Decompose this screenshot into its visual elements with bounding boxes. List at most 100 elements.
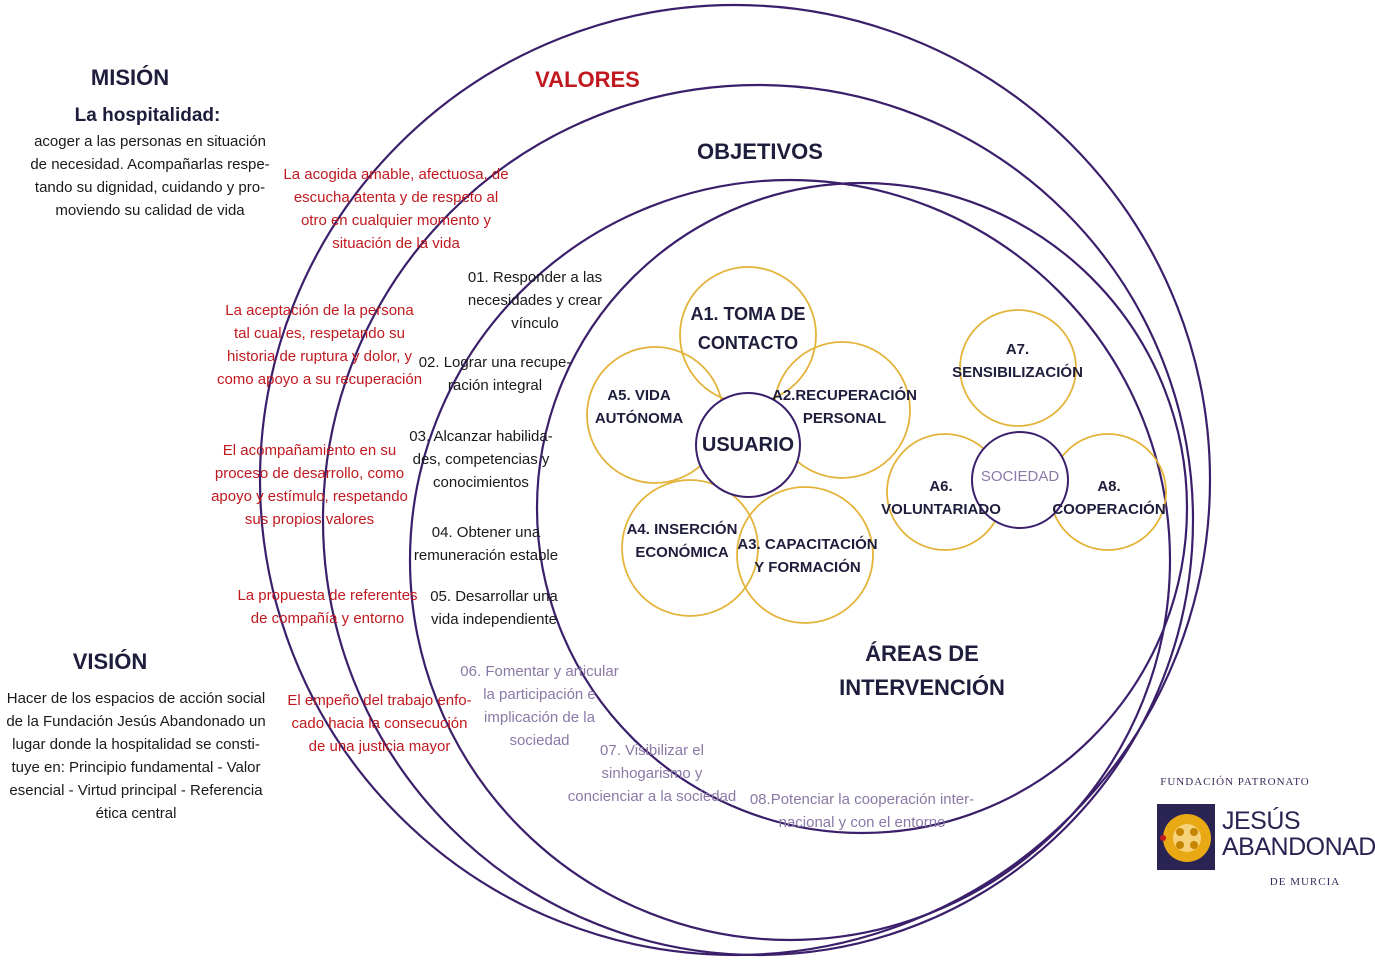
area-line: A4. INSERCIÓN <box>626 521 738 538</box>
valor-line: El empeño del trabajo enfo- <box>287 692 472 709</box>
objetivo-line: 07. Visibilizar el <box>600 742 704 759</box>
objetivo-item: 07. Visibilizar el sinhogarismo y concie… <box>562 739 742 808</box>
area-a4-label: A4. INSERCIÓN ECONÓMICA <box>612 518 752 564</box>
area-a7-label: A7. SENSIBILIZACIÓN <box>950 338 1085 384</box>
objetivo-item: 03. Alcanzar habilida- des, competencias… <box>402 425 560 494</box>
a7-petal <box>959 309 1077 427</box>
vision-line: Hacer de los espacios de acción social <box>6 690 266 707</box>
valor-line: tal cual es, respetando su <box>234 325 405 342</box>
valor-line: de compañía y entorno <box>250 610 405 627</box>
vision-text: Hacer de los espacios de acción social d… <box>5 687 267 825</box>
valor-item: La acogida amable, afectuosa, de escucha… <box>280 163 512 255</box>
areas-circle <box>535 181 1189 835</box>
objetivo-item: 08.Potenciar la cooperación inter- nacio… <box>742 788 982 834</box>
objetivo-item: 02. Lograr una recupe- ración integral <box>415 351 575 397</box>
vision-line: lugar donde la hospitalidad se consti- <box>12 736 260 753</box>
objetivo-line: nacional y con el entorno <box>778 814 946 831</box>
areas-title: ÁREAS DE INTERVENCIÓN <box>832 637 1012 705</box>
valor-line: otro en cualquier momento y <box>300 212 492 229</box>
objetivo-line: 03. Alcanzar habilida- <box>409 428 553 445</box>
area-a2-label: A2.RECUPERACIÓN PERSONAL <box>772 384 917 430</box>
valor-line: historia de ruptura y dolor, y <box>226 348 413 365</box>
objetivo-line: 08.Potenciar la cooperación inter- <box>749 791 975 808</box>
valor-item: La aceptación de la persona tal cual es,… <box>212 299 427 391</box>
objetivo-line: remuneración estable <box>413 547 559 564</box>
area-line: Y FORMACIÓN <box>754 559 861 576</box>
objetivo-item: 06. Fomentar y articular la participació… <box>452 660 627 752</box>
area-line: A8. <box>1097 478 1121 495</box>
valor-line: de una justicia mayor <box>308 738 451 755</box>
area-a6-label: A6. VOLUNTARIADO <box>878 475 1004 521</box>
objetivo-line: 06. Fomentar y articular <box>460 663 619 680</box>
vision-line: ética central <box>95 805 177 822</box>
area-line: A1. TOMA DE <box>690 304 806 324</box>
valor-line: La propuesta de referentes <box>237 587 418 604</box>
objetivo-line: la participación e <box>483 686 596 703</box>
objetivo-line: 05. Desarrollar una <box>430 588 558 605</box>
objetivo-line: sinhogarismo y <box>601 765 703 782</box>
valor-line: La acogida amable, afectuosa, de <box>283 166 509 183</box>
logo-name-line: ABANDONADO <box>1222 833 1375 861</box>
a4-petal <box>621 479 759 617</box>
objetivo-line: necesidades y crear <box>467 292 603 309</box>
logo-name: JESÚS ABANDONADO <box>1222 808 1375 861</box>
usuario-circle <box>695 392 801 498</box>
vision-line: esencial - Virtud principal - Referencia <box>9 782 263 799</box>
area-line: VOLUNTARIADO <box>881 501 1001 518</box>
objetivo-line: 02. Lograr una recupe- <box>418 354 572 371</box>
objetivo-line: 04. Obtener una <box>431 524 541 541</box>
mision-line: moviendo su calidad de vida <box>55 202 245 219</box>
mid-circle <box>408 178 1172 942</box>
objetivo-item: 05. Desarrollar una vida independiente <box>420 585 568 631</box>
objetivo-line: des, competencias y <box>412 451 550 468</box>
area-a3-label: A3. CAPACITACIÓN Y FORMACIÓN <box>735 533 880 579</box>
mision-subtitle: La hospitalidad: <box>74 105 221 126</box>
objetivo-line: sociedad <box>509 732 570 749</box>
area-line: COOPERACIÓN <box>1052 501 1166 518</box>
valores-title: VALORES <box>535 67 640 92</box>
area-a8-label: A8. COOPERACIÓN <box>1052 475 1166 521</box>
valor-item: El empeño del trabajo enfo- cado hacia l… <box>282 689 477 758</box>
mision-line: de necesidad. Acompañarlas respe- <box>30 156 270 173</box>
area-line: A7. <box>1005 341 1030 358</box>
vision-title: VISIÓN <box>72 649 148 674</box>
usuario-label: USUARIO <box>701 434 795 456</box>
vision-line: tuye en: Principio fundamental - Valor <box>11 759 261 776</box>
valor-line: escucha atenta y de respeto al <box>293 189 499 206</box>
area-line: CONTACTO <box>697 333 799 353</box>
objetivo-line: implicación de la <box>484 709 595 726</box>
valor-line: apoyo y estímulo, respetando <box>211 488 408 505</box>
valor-line: sus propios valores <box>244 511 375 528</box>
area-line: A6. <box>929 478 953 495</box>
objetivo-line: concienciar a la sociedad <box>567 788 737 805</box>
valor-line: El acompañamiento en su <box>222 442 397 459</box>
a3-petal <box>736 486 874 624</box>
valor-item: El acompañamiento en su proceso de desar… <box>207 439 412 531</box>
valor-line: cado hacia la consecución <box>291 715 468 732</box>
areas-title-line: ÁREAS DE <box>865 641 979 666</box>
area-line: SENSIBILIZACIÓN <box>952 364 1083 381</box>
area-line: PERSONAL <box>802 410 887 427</box>
logo-bottom-text: DE MURCIA <box>1269 876 1341 888</box>
area-line: A2.RECUPERACIÓN <box>772 387 918 404</box>
valor-line: proceso de desarrollo, como <box>214 465 405 482</box>
valor-line: como apoyo a su recuperación <box>216 371 423 388</box>
objetivo-line: ración integral <box>447 377 543 394</box>
objetivos-circle <box>321 83 1195 957</box>
objetivo-item: 01. Responder a las necesidades y crear … <box>455 266 615 335</box>
valor-item: La propuesta de referentes de compañía y… <box>230 584 425 630</box>
area-line: AUTÓNOMA <box>594 410 684 427</box>
sociedad-label: SOCIEDAD <box>980 468 1060 485</box>
area-line: A3. CAPACITACIÓN <box>737 536 878 553</box>
mision-text: acoger a las personas en situación de ne… <box>20 130 280 222</box>
mision-line: acoger a las personas en situación <box>34 133 266 150</box>
valor-line: La aceptación de la persona <box>225 302 414 319</box>
area-a1-label: A1. TOMA DE CONTACTO <box>673 300 823 358</box>
vision-line: de la Fundación Jesús Abandonado un <box>6 713 266 730</box>
area-line: A5. VIDA <box>607 387 671 404</box>
logo-top-text: FUNDACIÓN PATRONATO <box>1160 776 1310 788</box>
mision-line: tando su dignidad, cuidando y pro- <box>34 179 266 196</box>
area-line: ECONÓMICA <box>635 544 729 561</box>
objetivos-title: OBJETIVOS <box>697 139 823 164</box>
